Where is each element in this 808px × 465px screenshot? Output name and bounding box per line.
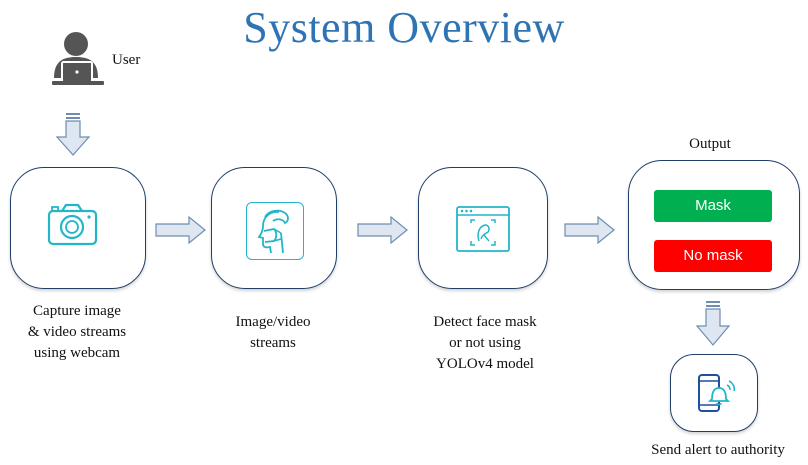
detect-label-line-2: or not using (449, 335, 521, 351)
streams-label-line-1: Image/video (235, 314, 311, 330)
output-box: Mask No mask (628, 160, 800, 290)
diagram-title: System Overview (243, 3, 565, 52)
output-label: Output (689, 136, 731, 152)
capture-label-line-2: & video streams (27, 324, 127, 340)
streams-label: Image/video streams (208, 312, 338, 354)
streams-label-line-2: streams (250, 335, 296, 351)
detect-label-line-1: Detect face mask (433, 314, 537, 330)
arrow-capture-to-streams (155, 216, 207, 244)
output-down-arrow (694, 300, 732, 348)
capture-box (10, 167, 146, 289)
streams-box (211, 167, 337, 289)
user-label: User (112, 52, 141, 68)
no-mask-badge: No mask (654, 240, 772, 272)
detect-icon-wrap (455, 205, 511, 253)
capture-label: Capture image & video streams using webc… (2, 301, 152, 364)
face-mask-profile-icon (257, 209, 289, 254)
mask-badge: Mask (654, 190, 772, 222)
alert-icon-wrap (693, 369, 741, 417)
streams-icon-tile (246, 202, 304, 260)
alert-label: Send alert to authority (651, 442, 785, 458)
user-down-arrow (54, 110, 92, 158)
arrow-detect-to-output (564, 216, 616, 244)
capture-label-line-1: Capture image (33, 303, 121, 319)
detect-box (418, 167, 548, 289)
alert-box (670, 354, 758, 432)
detect-label-line-3: YOLOv4 model (436, 356, 534, 372)
detect-label: Detect face mask or not using YOLOv4 mod… (410, 312, 560, 375)
capture-icon-tile (44, 198, 110, 256)
capture-label-line-3: using webcam (33, 345, 121, 361)
camera-icon (47, 203, 98, 246)
arrow-streams-to-detect (357, 216, 409, 244)
user-laptop-icon (50, 30, 106, 88)
phone-alert-icon (698, 374, 736, 412)
face-scan-window-icon (456, 206, 510, 252)
